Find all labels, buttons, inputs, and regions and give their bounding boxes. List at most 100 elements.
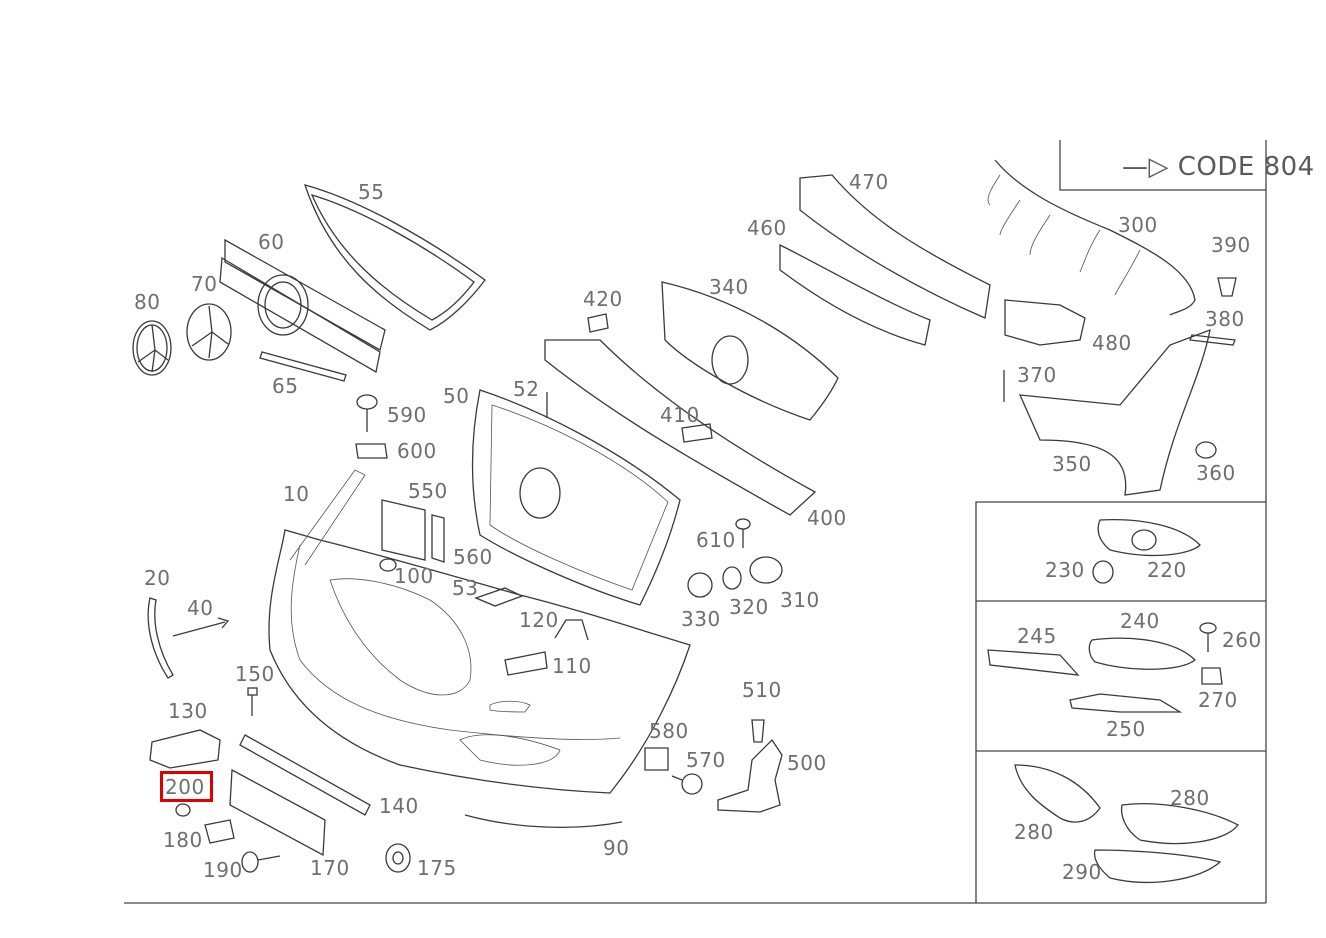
part-410-clip [681, 423, 713, 443]
part-290-mesh [1093, 849, 1222, 883]
label-20[interactable]: 20 [144, 566, 171, 590]
label-200[interactable]: 200 [165, 775, 205, 799]
part-180-clip [204, 819, 235, 844]
label-240[interactable]: 240 [1120, 609, 1160, 633]
part-190-screw [241, 851, 281, 873]
part-175-clip [385, 843, 411, 873]
label-580[interactable]: 580 [649, 719, 689, 743]
label-510[interactable]: 510 [742, 678, 782, 702]
label-380[interactable]: 380 [1205, 307, 1245, 331]
part-245-strip [987, 649, 1080, 676]
part-10-bumper-cover [268, 469, 691, 794]
part-220-fog-trim [1097, 519, 1201, 557]
part-120-hook [554, 619, 589, 641]
label-280-right[interactable]: 280 [1170, 786, 1210, 810]
label-53[interactable]: 53 [452, 576, 479, 600]
label-180[interactable]: 180 [163, 828, 203, 852]
label-280-left[interactable]: 280 [1014, 820, 1054, 844]
part-80-star-emblem [132, 320, 172, 376]
label-260[interactable]: 260 [1222, 628, 1262, 652]
label-230[interactable]: 230 [1045, 558, 1085, 582]
part-300-wiring-harness [987, 159, 1196, 316]
part-400-carrier [544, 339, 817, 516]
label-120[interactable]: 120 [519, 608, 559, 632]
label-300[interactable]: 300 [1118, 213, 1158, 237]
highlight-box-200 [160, 771, 213, 802]
label-65[interactable]: 65 [272, 374, 299, 398]
label-600[interactable]: 600 [397, 439, 437, 463]
label-420[interactable]: 420 [583, 287, 623, 311]
label-310[interactable]: 310 [780, 588, 820, 612]
label-320[interactable]: 320 [729, 595, 769, 619]
label-50[interactable]: 50 [443, 384, 470, 408]
part-570-screw [671, 773, 703, 795]
code-text: CODE 804 [1177, 152, 1315, 182]
part-350-bracket [1018, 328, 1211, 496]
label-175[interactable]: 175 [417, 856, 457, 880]
label-52[interactable]: 52 [513, 377, 540, 401]
label-330[interactable]: 330 [681, 607, 721, 631]
part-600-nut [355, 443, 388, 459]
label-170[interactable]: 170 [310, 856, 350, 880]
part-110-cap [504, 651, 548, 676]
label-90[interactable]: 90 [603, 836, 630, 860]
label-100[interactable]: 100 [394, 564, 434, 588]
part-340-grille [661, 281, 839, 421]
label-270[interactable]: 270 [1198, 688, 1238, 712]
label-360[interactable]: 360 [1196, 461, 1236, 485]
part-90-strip [464, 814, 623, 828]
label-130[interactable]: 130 [168, 699, 208, 723]
part-40-rod [172, 617, 230, 637]
label-150[interactable]: 150 [235, 662, 275, 686]
part-250-light [1069, 693, 1183, 713]
label-400[interactable]: 400 [807, 506, 847, 530]
part-230-ring [1092, 560, 1114, 584]
label-560[interactable]: 560 [453, 545, 493, 569]
label-290[interactable]: 290 [1062, 860, 1102, 884]
label-140[interactable]: 140 [379, 794, 419, 818]
arrow-right-icon: —▷ [1122, 152, 1169, 182]
label-370[interactable]: 370 [1017, 363, 1057, 387]
part-150-bolt [247, 687, 258, 716]
label-55[interactable]: 55 [358, 180, 385, 204]
part-280-trim-right [1120, 803, 1239, 845]
label-590[interactable]: 590 [387, 403, 427, 427]
part-320-ring [722, 566, 742, 590]
diagram-frames [124, 140, 1267, 904]
part-310-sensor [749, 556, 783, 584]
label-480[interactable]: 480 [1092, 331, 1132, 355]
label-70[interactable]: 70 [191, 272, 218, 296]
label-80[interactable]: 80 [134, 290, 161, 314]
label-40[interactable]: 40 [187, 596, 214, 620]
part-330-holder [687, 572, 713, 598]
label-410[interactable]: 410 [660, 403, 700, 427]
label-460[interactable]: 460 [747, 216, 787, 240]
part-270-nut [1201, 667, 1223, 685]
label-250[interactable]: 250 [1106, 717, 1146, 741]
label-340[interactable]: 340 [709, 275, 749, 299]
part-65-strip [259, 351, 347, 382]
label-10[interactable]: 10 [283, 482, 310, 506]
label-570[interactable]: 570 [686, 748, 726, 772]
label-350[interactable]: 350 [1052, 452, 1092, 476]
label-500[interactable]: 500 [787, 751, 827, 775]
label-390[interactable]: 390 [1211, 233, 1251, 257]
label-60[interactable]: 60 [258, 230, 285, 254]
label-190[interactable]: 190 [203, 858, 243, 882]
part-100-clip [379, 558, 397, 572]
label-245[interactable]: 245 [1017, 624, 1057, 648]
label-220[interactable]: 220 [1147, 558, 1187, 582]
label-110[interactable]: 110 [552, 654, 592, 678]
part-240-light [1088, 637, 1196, 670]
part-140-strip [239, 734, 371, 816]
label-550[interactable]: 550 [408, 479, 448, 503]
label-470[interactable]: 470 [849, 170, 889, 194]
part-260-screw [1199, 622, 1217, 652]
part-580-nut [644, 747, 669, 771]
part-420-clip [587, 313, 609, 333]
part-380-strip [1189, 334, 1236, 346]
part-50-grille [471, 389, 681, 606]
label-610[interactable]: 610 [696, 528, 736, 552]
part-390-clip [1217, 277, 1237, 297]
